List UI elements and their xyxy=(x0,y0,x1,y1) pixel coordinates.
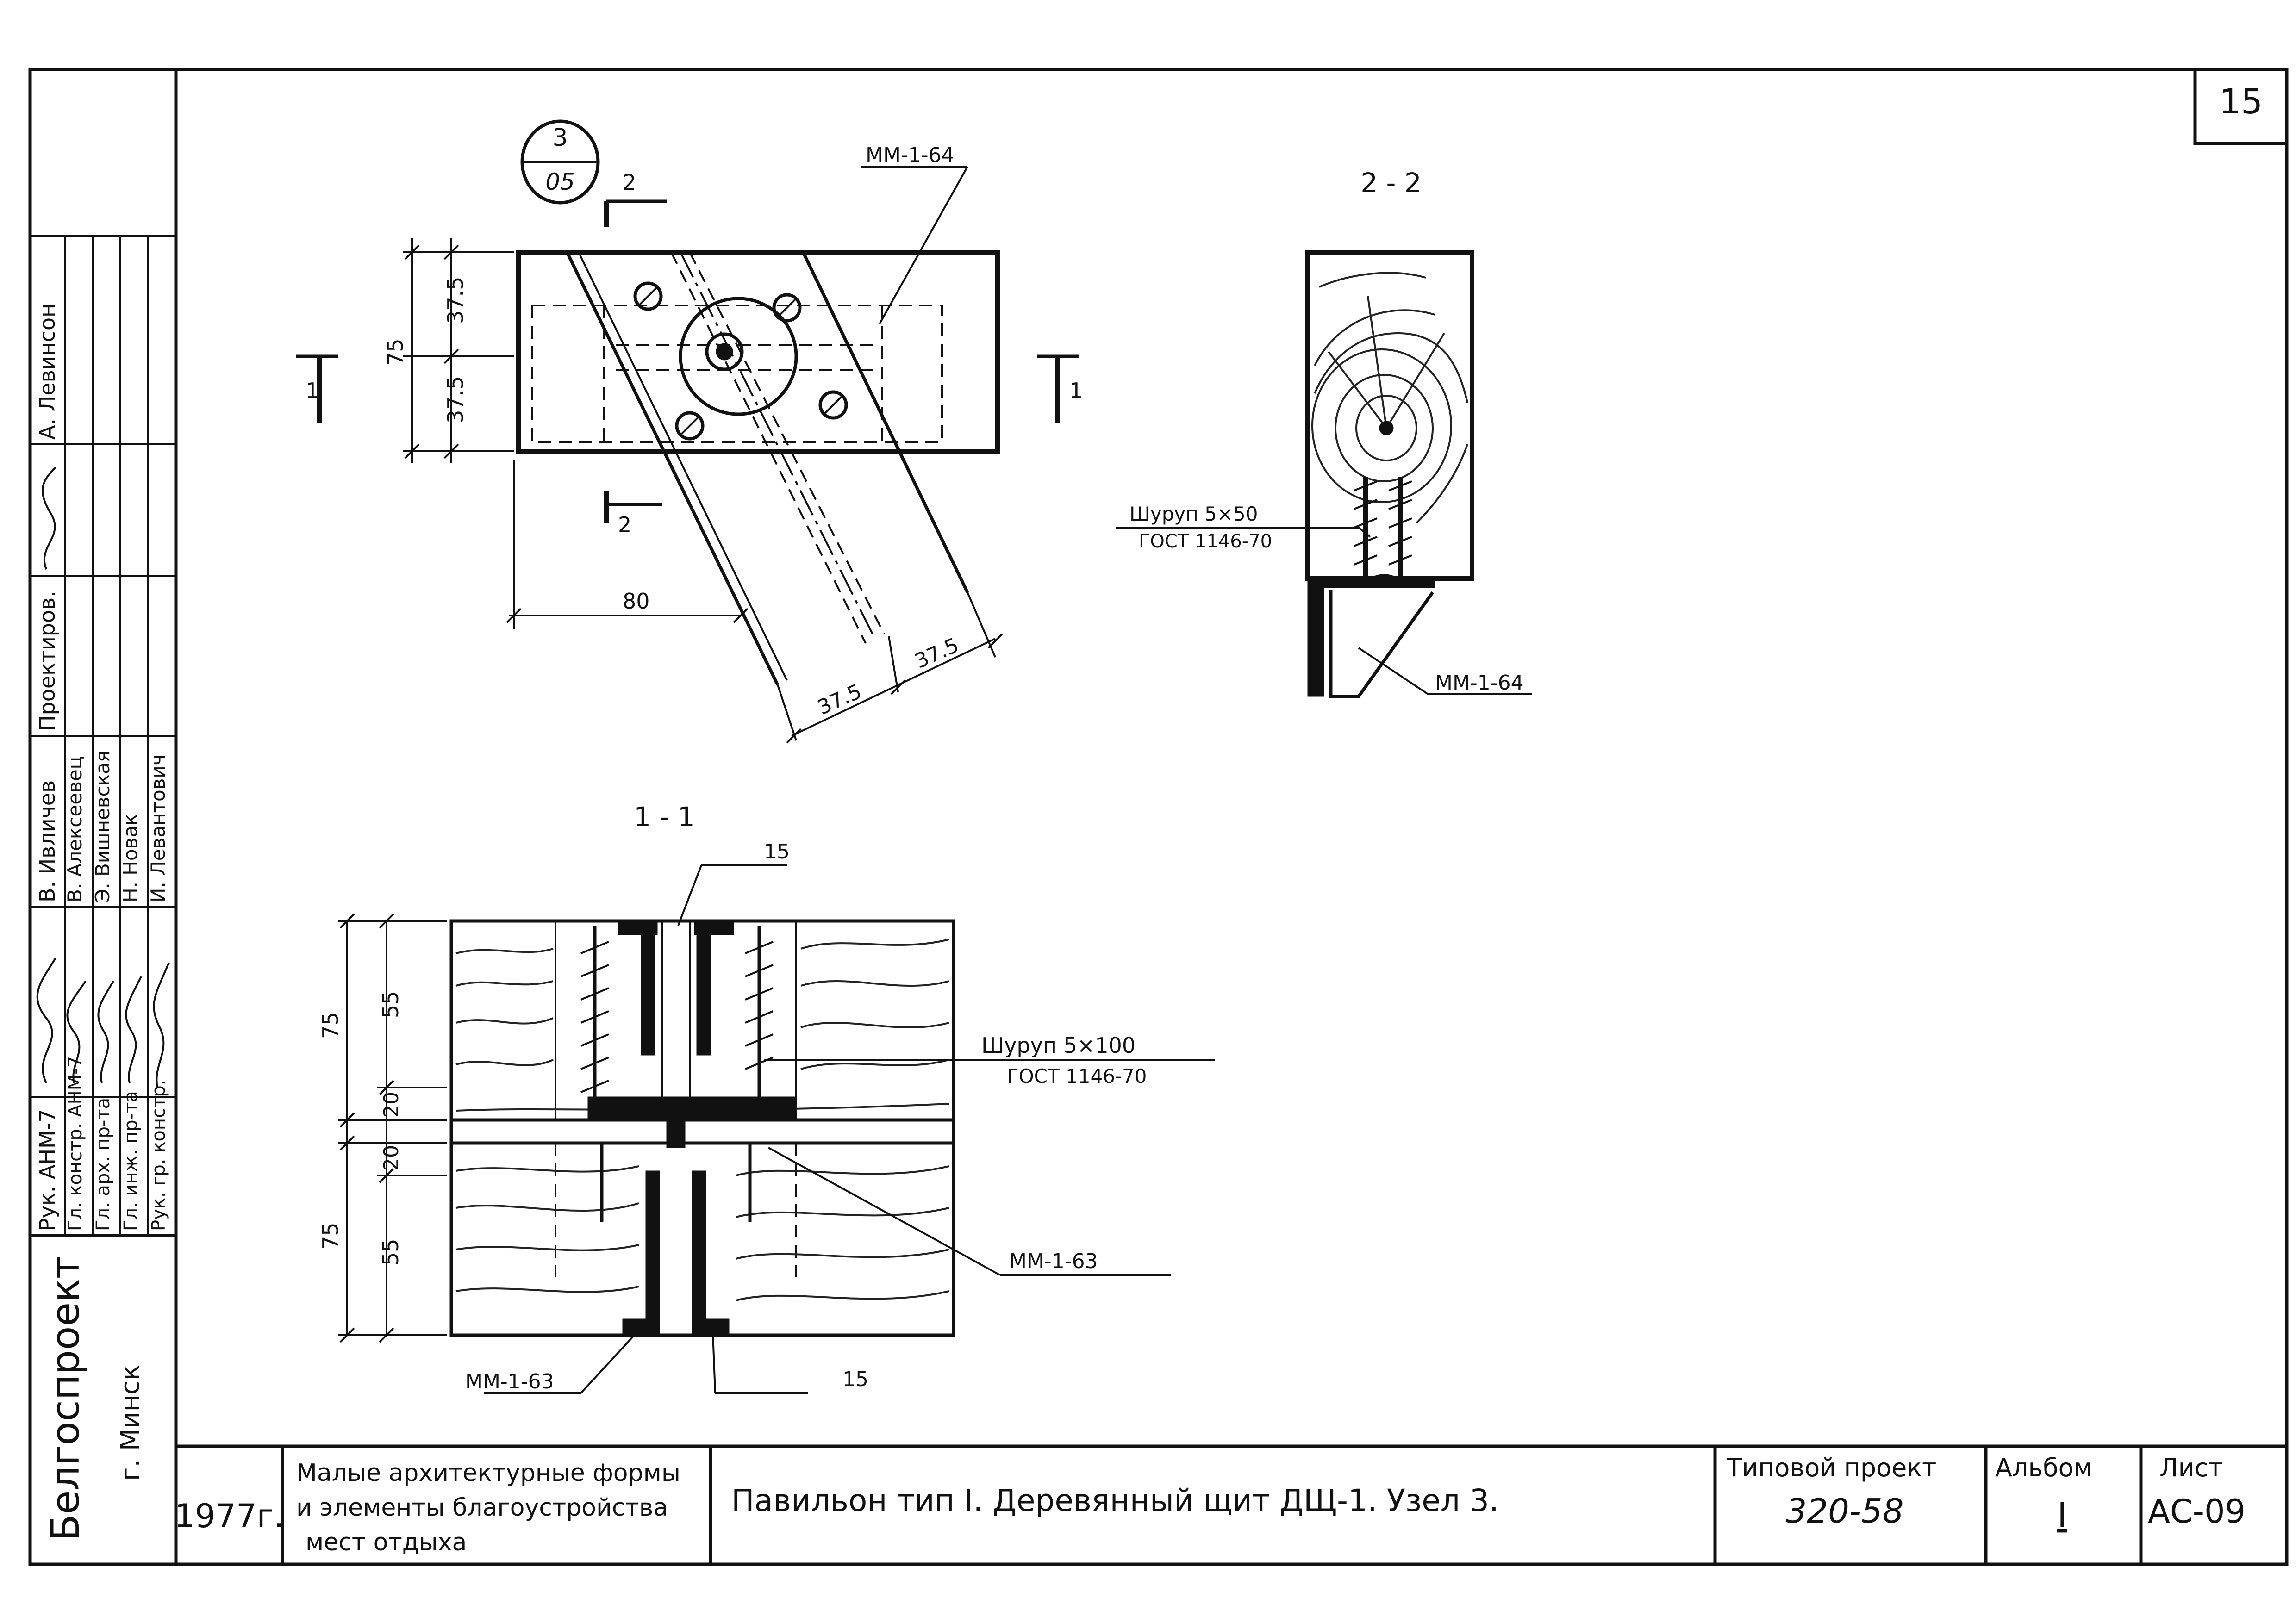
section-1-1-dim-55-top: 55 xyxy=(378,991,403,1018)
plan-dim-37-5-b: 37.5 xyxy=(443,376,468,423)
tb-title: Павильон тип I. Деревянный щит ДЩ-1. Узе… xyxy=(731,1483,1499,1518)
section-1-1-leader-mm163-left: ММ-1-63 xyxy=(465,1370,554,1393)
name-3: Э. Вишневская xyxy=(91,751,114,902)
screws-1-1 xyxy=(580,926,774,1222)
tb-series-2: и элементы благоустройства xyxy=(296,1494,668,1522)
section-1-1-dim-20-a: 20 xyxy=(380,1092,403,1118)
callout-top: 3 xyxy=(552,124,568,152)
section-1-1-dim-75-top: 75 xyxy=(318,1012,343,1039)
section-1-1-screw-label: Шуруп 5×100 xyxy=(981,1033,1136,1058)
tb-year: 1977г. xyxy=(174,1497,284,1535)
tb-album-value: I xyxy=(2057,1496,2067,1536)
section-1-1-leader-mm163-right: ММ-1-63 xyxy=(1009,1250,1098,1273)
tb-project-value: 320-58 xyxy=(1785,1492,1903,1530)
name-5: И. Левантович xyxy=(147,754,169,902)
plan-section-1-left: 1 xyxy=(306,378,319,403)
tb-album-label: Альбом xyxy=(1995,1453,2092,1482)
section-2-2-screw-label: Шуруп 5×50 xyxy=(1129,503,1258,525)
role-5: Рук. гр. констр. xyxy=(148,1080,169,1231)
role-2: Гл. констр. АНМ-7 xyxy=(65,1056,86,1231)
title-block xyxy=(176,1444,2287,1564)
role-1: Рук. АНМ-7 xyxy=(35,1109,60,1231)
designer-name: А. Левинсон xyxy=(35,304,60,440)
name-1: В. Ивличев xyxy=(35,780,60,902)
section-1-1-dim-20-b: 20 xyxy=(380,1145,403,1171)
screw-heads xyxy=(633,281,848,441)
name-4: Н. Новак xyxy=(119,814,142,902)
callout-bottom: 05 xyxy=(545,168,575,195)
section-2-2-title: 2 - 2 xyxy=(1360,167,1422,199)
section-1-1-screw-std: ГОСТ 1146-70 xyxy=(1007,1065,1147,1088)
wood-grain-1-1 xyxy=(455,939,949,1301)
sheet-number: 15 xyxy=(2219,82,2263,122)
section-2-2 xyxy=(1116,250,1532,698)
plan-view xyxy=(296,119,1079,744)
tb-series-3: мест отдыха xyxy=(306,1529,467,1556)
plan-section-1-right: 1 xyxy=(1069,378,1083,403)
wood-grain-2-2 xyxy=(1311,272,1468,524)
org-name: Белгоспроект xyxy=(43,1256,88,1541)
section-2-2-screw-std: ГОСТ 1146-70 xyxy=(1139,531,1272,552)
signatures xyxy=(36,466,170,1088)
tb-project-label: Типовой проект xyxy=(1726,1453,1936,1482)
plan-dim-75: 75 xyxy=(383,338,408,366)
section-1-1-label-15-bottom: 15 xyxy=(842,1368,868,1391)
designer-role: Проектиров. xyxy=(35,591,60,731)
plan-section-2-top: 2 xyxy=(623,170,636,195)
plan-dim-80: 80 xyxy=(623,589,650,614)
name-2: В. Алексеевец xyxy=(63,756,86,902)
role-3: Гл. арх. пр-та xyxy=(93,1098,114,1231)
tb-sheet-value: АС-09 xyxy=(2148,1492,2246,1530)
section-1-1-title: 1 - 1 xyxy=(634,801,695,833)
section-2-2-leader: ММ-1-64 xyxy=(1435,671,1524,695)
org-city: г. Минск xyxy=(115,1365,145,1481)
plan-section-2-bottom: 2 xyxy=(618,512,631,537)
role-4: Гл. инж. пр-та xyxy=(120,1091,142,1231)
tb-sheet-label: Лист xyxy=(2159,1453,2223,1482)
section-1-1-dim-55-bottom: 55 xyxy=(378,1238,403,1266)
side-stamp: Рук. АНМ-7 Гл. констр. АНМ-7 Гл. арх. пр… xyxy=(30,235,176,1541)
plan-dim-37-5-a: 37.5 xyxy=(443,277,468,324)
screws-2-2 xyxy=(1354,477,1412,583)
section-1-1-label-15-top: 15 xyxy=(764,840,790,864)
tb-series-1: Малые архитектурные формы xyxy=(296,1459,680,1487)
section-1-1 xyxy=(338,864,1215,1394)
plan-leader-mm164: ММ-1-64 xyxy=(866,143,955,167)
sheet-frame xyxy=(28,68,2289,1566)
section-1-1-dim-75-bottom: 75 xyxy=(318,1222,343,1250)
